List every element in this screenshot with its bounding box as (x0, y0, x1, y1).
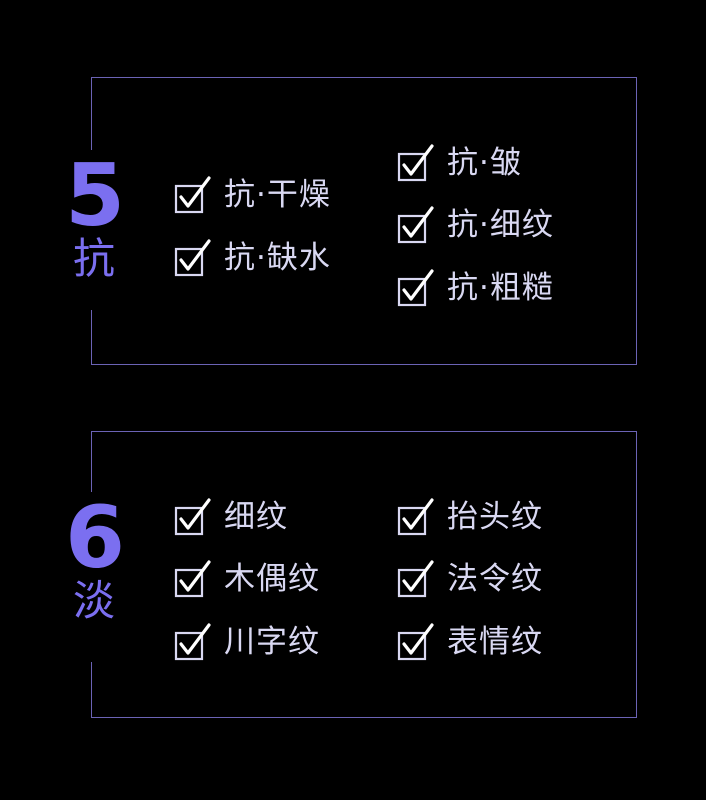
checked-checkbox-icon (174, 622, 214, 662)
checked-checkbox-icon (397, 205, 437, 245)
list-item-fine-lines: 细纹 (174, 497, 288, 537)
list-item-anti-wrinkle: 抗·皱 (397, 143, 522, 183)
item-label: 细纹 (224, 499, 288, 535)
list-item-anti-dehydration: 抗·缺水 (174, 238, 331, 278)
checked-checkbox-icon (174, 175, 214, 215)
item-label: 抗·细纹 (447, 207, 554, 243)
list-item-anti-fine-lines: 抗·细纹 (397, 205, 554, 245)
item-label: 表情纹 (447, 624, 543, 660)
section-anti-badge: 5 抗 (58, 150, 130, 310)
section-fade-panel (91, 431, 637, 718)
checked-checkbox-icon (397, 268, 437, 308)
checked-checkbox-icon (174, 559, 214, 599)
checked-checkbox-icon (397, 143, 437, 183)
section-anti-number: 5 (65, 146, 125, 246)
section-fade-number: 6 (65, 488, 125, 588)
item-label: 木偶纹 (224, 561, 320, 597)
list-item-forehead-lines: 抬头纹 (397, 497, 543, 537)
list-item-anti-roughness: 抗·粗糙 (397, 268, 554, 308)
item-label: 川字纹 (224, 624, 320, 660)
item-label: 抗·缺水 (224, 240, 331, 276)
item-label: 抗·干燥 (224, 177, 331, 213)
section-anti-char: 抗 (72, 234, 115, 283)
checked-checkbox-icon (397, 497, 437, 537)
list-item-anti-dryness: 抗·干燥 (174, 175, 331, 215)
list-item-marionette-lines: 木偶纹 (174, 559, 320, 599)
item-label: 抗·皱 (447, 145, 522, 181)
list-item-nasolabial-lines: 法令纹 (397, 559, 543, 599)
item-label: 抗·粗糙 (447, 270, 554, 306)
checked-checkbox-icon (174, 497, 214, 537)
section-fade-char: 淡 (72, 576, 115, 625)
list-item-expression-lines: 表情纹 (397, 622, 543, 662)
checked-checkbox-icon (174, 238, 214, 278)
list-item-frown-lines: 川字纹 (174, 622, 320, 662)
section-anti-panel (91, 77, 637, 365)
checked-checkbox-icon (397, 559, 437, 599)
item-label: 法令纹 (447, 561, 543, 597)
checked-checkbox-icon (397, 622, 437, 662)
item-label: 抬头纹 (447, 499, 543, 535)
section-fade-badge: 6 淡 (58, 492, 130, 662)
